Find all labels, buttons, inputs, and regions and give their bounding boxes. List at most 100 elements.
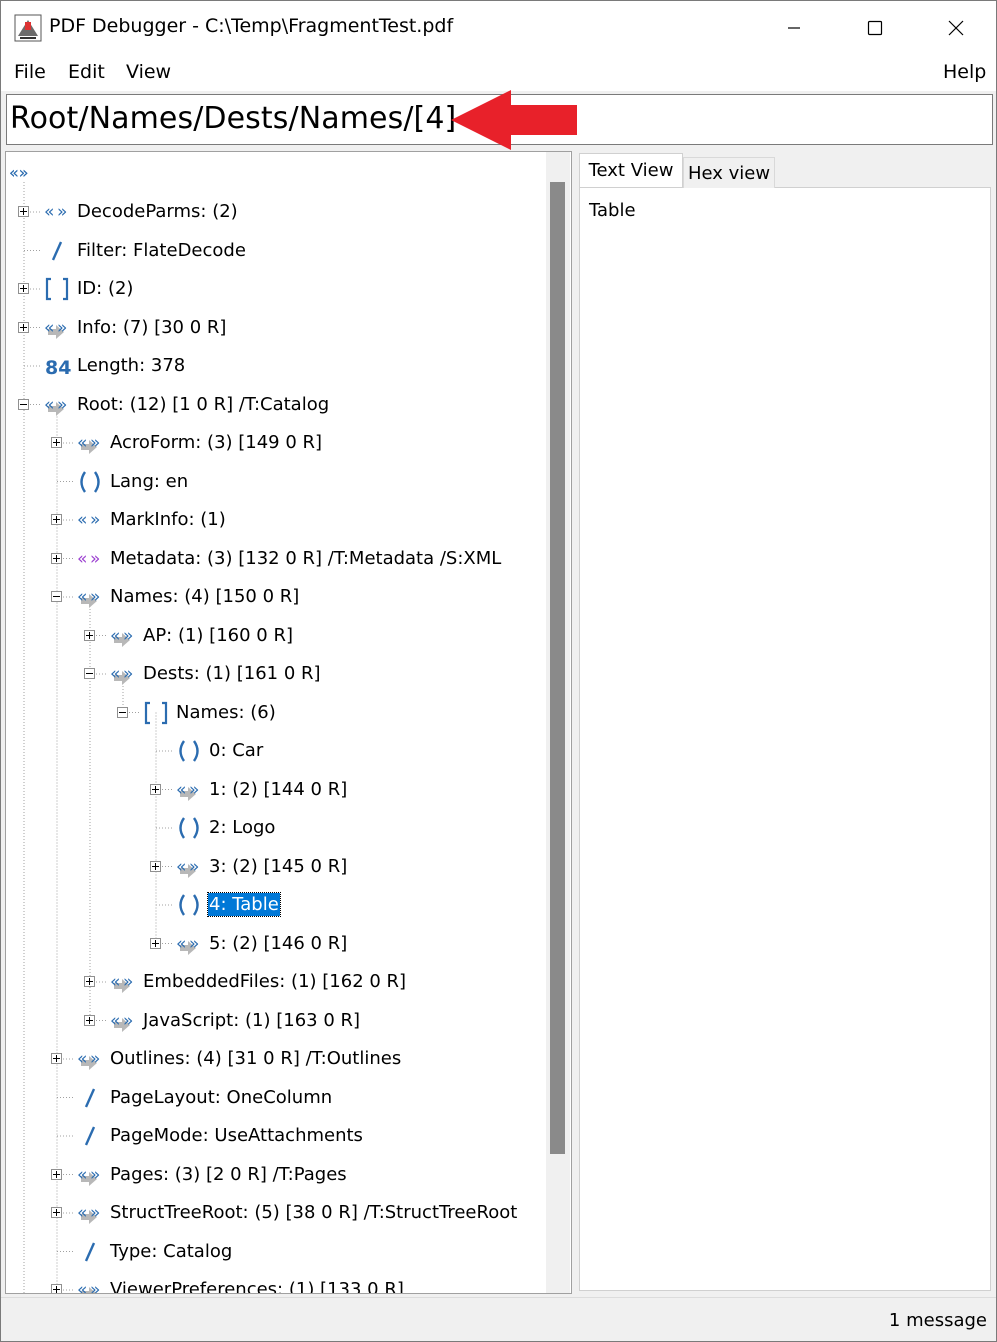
reference-dictionary-icon: «»: [108, 659, 138, 689]
expand-icon[interactable]: [51, 1168, 62, 1180]
menu-view[interactable]: View: [126, 61, 172, 83]
tree-node[interactable]: «»Outlines: (4) [31 0 R] /T:Outlines: [6, 1044, 542, 1074]
collapse-icon[interactable]: [51, 591, 62, 602]
collapse-icon[interactable]: [84, 668, 95, 679]
tree-node-label[interactable]: Length: 378: [77, 355, 186, 376]
minimize-button[interactable]: [754, 1, 834, 55]
tree-node[interactable]: «»ViewerPreferences: (1) [133 0 R]: [6, 1275, 542, 1294]
expand-icon[interactable]: [18, 321, 29, 333]
tree-node[interactable]: «»Metadata: (3) [132 0 R] /T:Metadata /S…: [6, 544, 542, 574]
tree-node-label[interactable]: AP: (1) [160 0 R]: [143, 624, 293, 646]
tree-node-label[interactable]: Type: Catalog: [110, 1240, 233, 1262]
tree-node[interactable]: «»Names: (4) [150 0 R]: [6, 582, 542, 612]
tree-node[interactable]: «»StructTreeRoot: (5) [38 0 R] /T:Struct…: [6, 1198, 542, 1228]
svg-text:«: «: [77, 587, 87, 607]
tree-node[interactable]: «»Pages: (3) [2 0 R] /T:Pages: [6, 1160, 542, 1190]
tree-node-label[interactable]: MarkInfo: (1): [110, 509, 226, 530]
menu-help[interactable]: Help: [943, 61, 987, 83]
tree-node[interactable]: «»1: (2) [144 0 R]: [6, 775, 542, 805]
tree-node-label[interactable]: PageLayout: OneColumn: [110, 1086, 333, 1108]
tree-node[interactable]: «»Root: (12) [1 0 R] /T:Catalog: [6, 390, 542, 420]
svg-text:»: »: [189, 934, 199, 954]
expand-icon[interactable]: [84, 629, 95, 641]
expand-icon[interactable]: [18, 206, 29, 217]
tree-node[interactable]: 0: Car: [6, 736, 542, 766]
expand-icon[interactable]: [150, 937, 161, 949]
tree-node-label[interactable]: Names: (6): [176, 701, 276, 723]
expand-icon[interactable]: [51, 1207, 62, 1218]
tree-node-label[interactable]: JavaScript: (1) [163 0 R]: [143, 1009, 361, 1031]
tree-node-label[interactable]: Info: (7) [30 0 R]: [77, 316, 227, 338]
tree-node-label[interactable]: 3: (2) [145 0 R]: [209, 855, 348, 877]
tree-node-label[interactable]: 5: (2) [146 0 R]: [209, 932, 348, 954]
close-button[interactable]: [916, 1, 996, 55]
tree-node[interactable]: «»JavaScript: (1) [163 0 R]: [6, 1006, 542, 1036]
collapse-icon[interactable]: [18, 398, 29, 410]
tree-node[interactable]: «»5: (2) [146 0 R]: [6, 929, 542, 959]
tree-scrollbar[interactable]: [546, 152, 570, 1293]
tree-node[interactable]: ID: (2): [6, 274, 542, 304]
tree-node[interactable]: Names: (6): [6, 698, 542, 728]
tree-node[interactable]: PageLayout: OneColumn: [6, 1083, 542, 1113]
expand-icon[interactable]: [51, 1284, 62, 1293]
expand-icon[interactable]: [84, 976, 95, 987]
tree-node[interactable]: «»Dests: (1) [161 0 R]: [6, 659, 542, 689]
tree-node-label[interactable]: ID: (2): [77, 278, 134, 299]
tree-node[interactable]: «»DecodeParms: (2): [6, 197, 542, 227]
expand-icon[interactable]: [84, 1014, 95, 1026]
expand-icon[interactable]: [51, 437, 62, 448]
tree-node[interactable]: Lang: en: [6, 467, 542, 497]
tree-node-label[interactable]: StructTreeRoot: (5) [38 0 R] /T:StructTr…: [110, 1202, 518, 1223]
tree-node[interactable]: «»AcroForm: (3) [149 0 R]: [6, 428, 542, 458]
tree-scrollbar-thumb[interactable]: [550, 182, 565, 1154]
expand-icon[interactable]: [51, 514, 62, 525]
svg-text:«: «: [77, 433, 87, 453]
tree-node[interactable]: «»AP: (1) [160 0 R]: [6, 621, 542, 651]
tree-node-label[interactable]: Dests: (1) [161 0 R]: [143, 663, 321, 684]
expand-icon[interactable]: [18, 283, 29, 294]
reference-dictionary-icon: «»: [75, 1198, 105, 1228]
tree-node-label[interactable]: 2: Logo: [209, 817, 276, 838]
tree-node-label[interactable]: PageMode: UseAttachments: [110, 1125, 363, 1146]
svg-text:»: »: [90, 510, 100, 530]
object-tree[interactable]: «» «» «»DecodeParms: (2)Filter: FlateDec…: [5, 151, 572, 1294]
tree-node-label[interactable]: Metadata: (3) [132 0 R] /T:Metadata /S:X…: [110, 547, 502, 569]
tree-node-label[interactable]: Names: (4) [150 0 R]: [110, 586, 300, 607]
tree-node-label[interactable]: DecodeParms: (2): [77, 201, 238, 222]
tree-node[interactable]: Filter: FlateDecode: [6, 236, 542, 266]
tree-node-label[interactable]: Outlines: (4) [31 0 R] /T:Outlines: [110, 1048, 402, 1069]
expand-icon[interactable]: [51, 1053, 62, 1064]
tree-node[interactable]: «»MarkInfo: (1): [6, 505, 542, 535]
tree-node[interactable]: 2: Logo: [6, 813, 542, 843]
tree-node-label[interactable]: ViewerPreferences: (1) [133 0 R]: [110, 1279, 404, 1294]
expand-icon[interactable]: [51, 552, 62, 564]
tree-node-label[interactable]: Pages: (3) [2 0 R] /T:Pages: [110, 1163, 347, 1185]
tree-node[interactable]: PageMode: UseAttachments: [6, 1121, 542, 1151]
minimize-icon: [788, 27, 800, 29]
tree-node-label[interactable]: Lang: en: [110, 470, 189, 492]
collapse-icon[interactable]: [117, 706, 128, 718]
tree-node-label[interactable]: EmbeddedFiles: (1) [162 0 R]: [143, 971, 407, 992]
svg-text:«: «: [110, 1011, 120, 1031]
tree-node[interactable]: 4: Table: [6, 890, 542, 920]
tab-text-view[interactable]: Text View: [579, 153, 683, 187]
expand-icon[interactable]: [150, 860, 161, 872]
tree-node[interactable]: «»EmbeddedFiles: (1) [162 0 R]: [6, 967, 542, 997]
tree-node-label[interactable]: 1: (2) [144 0 R]: [209, 778, 348, 800]
text-view-content[interactable]: Table: [579, 187, 991, 1291]
tree-node-label[interactable]: AcroForm: (3) [149 0 R]: [110, 432, 323, 453]
tab-hex-view[interactable]: Hex view: [683, 157, 775, 188]
expand-icon[interactable]: [150, 783, 161, 795]
svg-text:«: «: [110, 664, 120, 684]
tree-node[interactable]: «»3: (2) [145 0 R]: [6, 852, 542, 882]
tree-node-label[interactable]: Root: (12) [1 0 R] /T:Catalog: [77, 393, 330, 415]
maximize-button[interactable]: [835, 1, 915, 55]
menu-edit[interactable]: Edit: [68, 61, 105, 83]
tree-node[interactable]: «»Info: (7) [30 0 R]: [6, 313, 542, 343]
tree-node-label[interactable]: 0: Car: [209, 740, 264, 761]
tree-node[interactable]: Type: Catalog: [6, 1237, 542, 1267]
tree-node-label[interactable]: Filter: FlateDecode: [77, 239, 246, 261]
tree-node-label[interactable]: 4: Table: [207, 892, 281, 917]
menu-file[interactable]: File: [14, 61, 46, 83]
